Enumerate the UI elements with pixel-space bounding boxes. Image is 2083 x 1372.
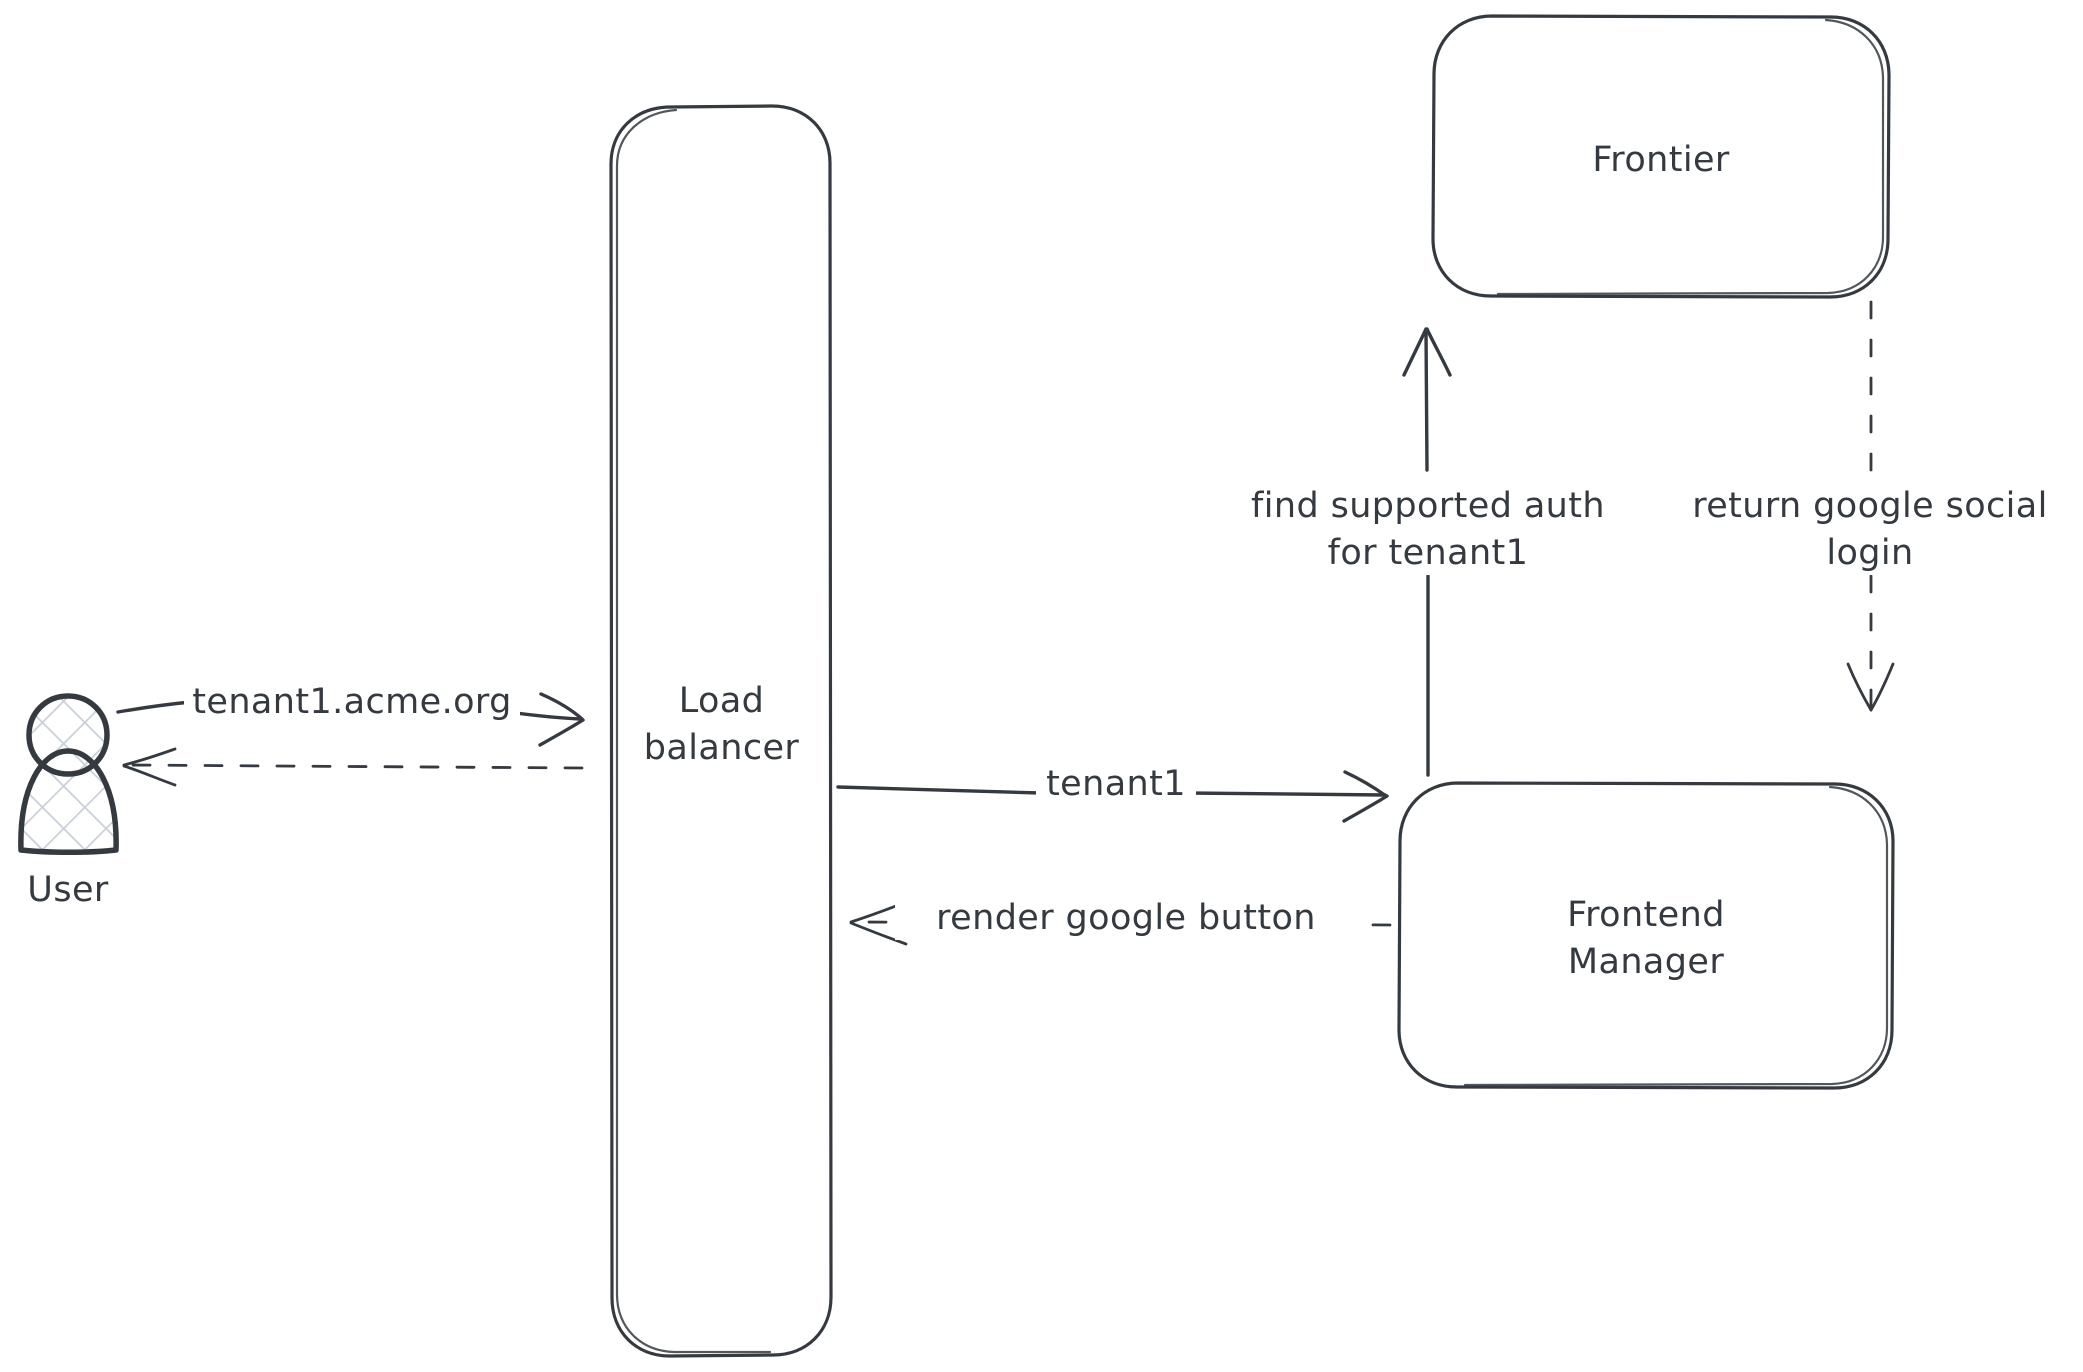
edge-loadbalancer-to-frontendmanager	[836, 770, 1389, 823]
edge-frontendmanager-to-frontier	[1402, 327, 1452, 777]
edge-label-frontier-to-frontendmanager-line2: login	[1660, 532, 2080, 575]
frontend-manager-node[interactable]	[1397, 781, 1895, 1090]
edge-frontier-to-frontendmanager	[1846, 300, 1895, 712]
load-balancer-label-line2: balancer	[643, 728, 800, 768]
edge-label-frontendmanager-to-loadbalancer: render google button	[895, 897, 1357, 940]
load-balancer-label-line1: Load	[678, 681, 765, 721]
frontend-manager-label-line1: Frontend	[1567, 895, 1725, 935]
user-label: User	[27, 870, 109, 910]
frontend-manager-label-line2: Manager	[1567, 942, 1725, 982]
user-person-icon	[18, 693, 119, 855]
edge-label-user-to-loadbalancer: tenant1.acme.org	[184, 681, 520, 724]
frontier-label: Frontier	[1592, 140, 1730, 180]
edge-label-frontendmanager-to-frontier-line1: find supported auth	[1225, 485, 1631, 528]
edge-label-frontier-to-frontendmanager-line1: return google social	[1660, 485, 2080, 528]
frontier-node[interactable]	[1431, 14, 1891, 299]
edge-label-frontendmanager-to-frontier-line2: for tenant1	[1225, 532, 1631, 575]
load-balancer-node[interactable]	[609, 104, 833, 1358]
edge-loadbalancer-to-user	[122, 747, 584, 787]
edge-label-loadbalancer-to-frontendmanager: tenant1	[1036, 763, 1196, 806]
